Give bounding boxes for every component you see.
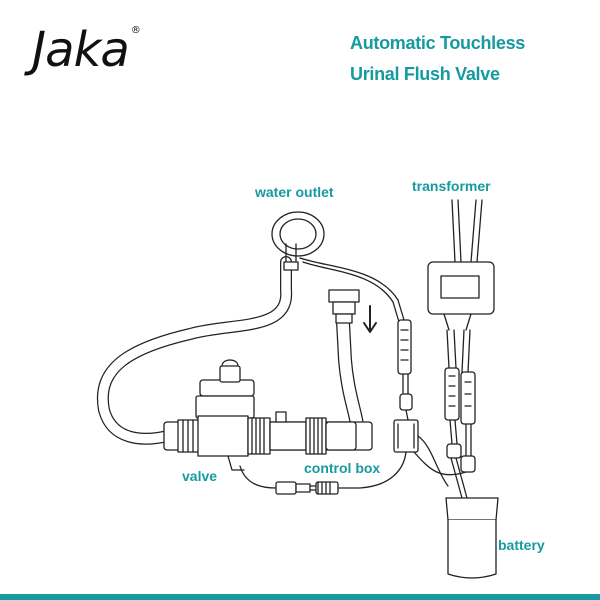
battery — [445, 497, 499, 579]
label-control-box: control box — [304, 460, 381, 476]
brand-logo: Jaka® — [32, 25, 141, 75]
label-valve: valve — [182, 468, 218, 484]
inlet-nut — [328, 289, 360, 324]
water-outlet-fitting — [271, 211, 325, 271]
valve-cable — [239, 465, 339, 495]
battery-cable — [444, 367, 468, 499]
control-box — [333, 419, 467, 489]
sensor-cable — [299, 257, 413, 421]
transformer-cable-right — [460, 371, 476, 473]
label-battery: battery — [498, 537, 545, 553]
registered-mark: ® — [130, 25, 141, 36]
title-line-2: Urinal Flush Valve — [350, 64, 500, 84]
brand-name: Jaka — [32, 22, 130, 78]
transformer-box — [427, 261, 495, 373]
product-title: Automatic Touchless Urinal Flush Valve — [350, 28, 525, 90]
bottom-accent-bar — [0, 594, 600, 600]
transformer-wires — [451, 199, 483, 263]
solenoid-valve — [163, 359, 373, 471]
arrow-down-icon — [363, 305, 377, 333]
label-transformer: transformer — [412, 178, 491, 194]
label-water-outlet: water outlet — [255, 184, 334, 200]
title-line-1: Automatic Touchless — [350, 33, 525, 53]
